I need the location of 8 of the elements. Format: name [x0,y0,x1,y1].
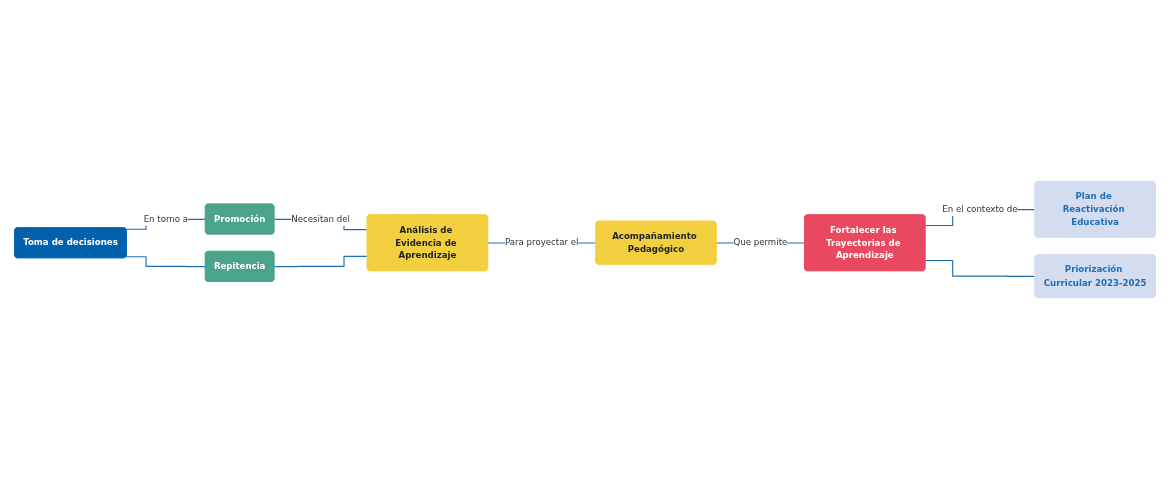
edge-label: En torno a [143,213,189,225]
connector [125,256,207,268]
edge-label: Para proyectar el [504,237,579,248]
edge-label: Que permite [733,237,788,248]
edge-label: Necesitan del [291,213,350,225]
connector [273,255,368,268]
connector [924,259,1036,277]
edge-label: En el contexto de [942,204,1018,215]
